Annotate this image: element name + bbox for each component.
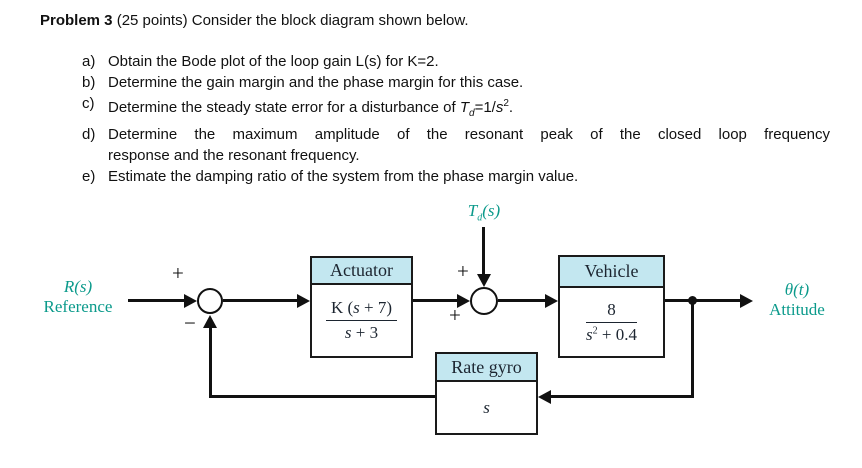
item-label-d: d) bbox=[82, 126, 96, 143]
actuator-fraction: K (s + 7) s + 3 bbox=[325, 298, 398, 343]
item-label-b: b) bbox=[82, 74, 96, 91]
output-arrowhead bbox=[740, 294, 753, 308]
sum1-to-actuator-arrowhead bbox=[297, 294, 310, 308]
actuator-to-sum2-arrowhead bbox=[457, 294, 470, 308]
input-line bbox=[128, 299, 185, 302]
item-label-a: a) bbox=[82, 53, 96, 70]
list-item-e: e) Estimate the damping ratio of the sys… bbox=[82, 166, 834, 187]
input-arrowhead bbox=[184, 294, 197, 308]
feedback-drop-line bbox=[691, 301, 694, 398]
rate-gyro-header: Rate gyro bbox=[437, 354, 536, 382]
vehicle-fraction: 8 s2 + 0.4 bbox=[586, 300, 637, 345]
actuator-header: Actuator bbox=[312, 258, 411, 285]
item-c-T: T bbox=[459, 99, 470, 116]
disturbance-label: Td(s) bbox=[434, 201, 534, 228]
list-item-a: a) Obtain the Bode plot of the loop gain… bbox=[82, 51, 834, 72]
disturbance-rest: (s) bbox=[482, 201, 501, 220]
sum2-to-vehicle-line bbox=[498, 299, 545, 302]
output-junction-dot bbox=[688, 296, 697, 305]
vehicle-header: Vehicle bbox=[560, 257, 663, 288]
item-text-c: Determine the steady state error for a d… bbox=[108, 93, 830, 124]
disturbance-sub: d bbox=[477, 212, 483, 224]
item-c-mid: =1/ bbox=[474, 99, 496, 116]
vehicle-den-sup: 2 bbox=[592, 324, 598, 336]
item-text-e: Estimate the damping ratio of the system… bbox=[108, 168, 579, 185]
vehicle-den-post: + 0.4 bbox=[597, 324, 637, 344]
disturbance-arrowhead bbox=[477, 274, 491, 287]
feedback-to-gyro-arrowhead bbox=[538, 390, 551, 404]
item-text-b: Determine the gain margin and the phase … bbox=[108, 74, 524, 91]
item-text-d: Determine the maximum amplitude of the r… bbox=[108, 124, 830, 166]
actuator-denominator: s + 3 bbox=[326, 321, 397, 343]
item-d-line1: Determine the maximum amplitude of the r… bbox=[108, 126, 830, 143]
problem-heading-text: (25 points) Consider the block diagram s… bbox=[112, 12, 469, 29]
rate-gyro-block: Rate gyro s bbox=[435, 352, 538, 435]
actuator-numerator: K (s + 7) bbox=[325, 298, 398, 321]
disturbance-T: T bbox=[467, 201, 478, 220]
vehicle-transfer-function: 8 s2 + 0.4 bbox=[560, 288, 663, 356]
sum2-plus-left-sign: + bbox=[449, 303, 461, 327]
vehicle-den-var: s bbox=[586, 324, 593, 344]
sum2-plus-top-sign: + bbox=[457, 259, 469, 283]
actuator-num-var: s bbox=[353, 298, 360, 317]
summing-junction-2 bbox=[470, 287, 498, 315]
output-signal-desc: Attitude bbox=[769, 300, 825, 319]
problem-heading: Problem 3 (25 points) Consider the block… bbox=[40, 10, 469, 31]
list-item-c: c) Determine the steady state error for … bbox=[82, 93, 834, 124]
problem-number: Problem 3 bbox=[40, 12, 113, 29]
item-label-c: c) bbox=[82, 95, 95, 112]
sum1-minus-sign: − bbox=[184, 311, 196, 335]
item-c-end: . bbox=[508, 99, 514, 116]
sum1-to-actuator-line bbox=[223, 299, 298, 302]
sum1-plus-sign: + bbox=[172, 261, 184, 285]
feedback-to-gyro-line bbox=[550, 395, 694, 398]
actuator-transfer-function: K (s + 7) s + 3 bbox=[312, 285, 411, 356]
sum2-to-vehicle-arrowhead bbox=[545, 294, 558, 308]
vehicle-block: Vehicle 8 s2 + 0.4 bbox=[558, 255, 665, 358]
feedback-rise-line bbox=[209, 326, 212, 398]
disturbance-line bbox=[482, 227, 485, 275]
reference-signal-name: R(s) bbox=[63, 277, 93, 296]
actuator-to-sum2-line bbox=[413, 299, 458, 302]
actuator-den-var: s bbox=[344, 323, 352, 342]
actuator-num-pre: K ( bbox=[330, 298, 354, 317]
list-item-d: d) Determine the maximum amplitude of th… bbox=[82, 124, 834, 166]
rate-gyro-transfer-function: s bbox=[483, 397, 490, 417]
output-signal-name: θ(t) bbox=[784, 280, 810, 299]
vehicle-numerator: 8 bbox=[586, 300, 637, 323]
item-c-T-sub: d bbox=[469, 108, 475, 119]
item-c-s: s bbox=[495, 99, 504, 116]
reference-signal-desc: Reference bbox=[43, 297, 113, 316]
actuator-num-post: + 7) bbox=[359, 298, 393, 317]
item-text-a: Obtain the Bode plot of the loop gain L(… bbox=[108, 53, 439, 70]
vehicle-output-line bbox=[665, 299, 741, 302]
item-c-pre: Determine the steady state error for a d… bbox=[108, 99, 460, 116]
actuator-block: Actuator K (s + 7) s + 3 bbox=[310, 256, 413, 358]
list-item-b: b) Determine the gain margin and the pha… bbox=[82, 72, 834, 93]
item-label-e: e) bbox=[82, 168, 96, 185]
item-d-line2: response and the resonant frequency. bbox=[108, 147, 360, 164]
reference-label: R(s) Reference bbox=[24, 277, 132, 317]
vehicle-denominator: s2 + 0.4 bbox=[586, 323, 637, 345]
problem-list: a) Obtain the Bode plot of the loop gain… bbox=[82, 51, 834, 187]
summing-junction-1 bbox=[197, 288, 223, 314]
output-label: θ(t) Attitude bbox=[745, 280, 849, 320]
actuator-den-post: + 3 bbox=[351, 323, 379, 342]
feedback-rise-arrowhead bbox=[203, 315, 217, 328]
gyro-to-sum1-line bbox=[209, 395, 435, 398]
item-c-s-sup: 2 bbox=[503, 98, 509, 109]
